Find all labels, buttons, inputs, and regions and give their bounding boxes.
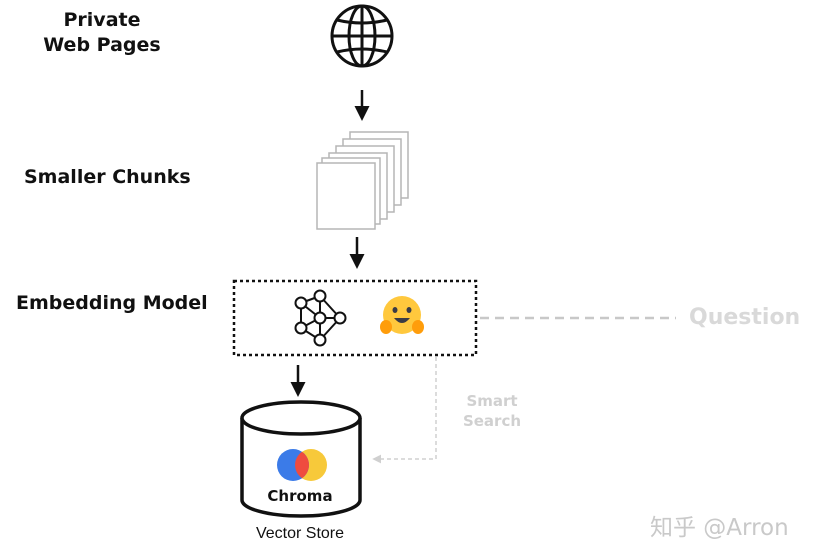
watermark: 知乎 @Arron: [650, 515, 789, 541]
smaller-chunks-label: Smaller Chunks: [24, 166, 191, 188]
question-label: Question: [689, 305, 801, 330]
chunk-stack-icon: [316, 131, 409, 230]
neural-network-icon: [294, 289, 347, 347]
smart-search-label: Smart Search: [462, 392, 522, 430]
chroma-label: Chroma: [267, 487, 333, 505]
embedding-model-label: Embedding Model: [16, 292, 208, 314]
embedding-model-box: [232, 279, 478, 357]
smart-search-connector: [372, 357, 437, 464]
private-web-pages-label: Private Web Pages: [43, 9, 161, 56]
globe-icon: [330, 4, 394, 68]
vector-store-label: Vector Store: [255, 525, 345, 542]
hugging-face-icon: [380, 296, 424, 334]
chroma-logo-icon: [277, 449, 327, 481]
